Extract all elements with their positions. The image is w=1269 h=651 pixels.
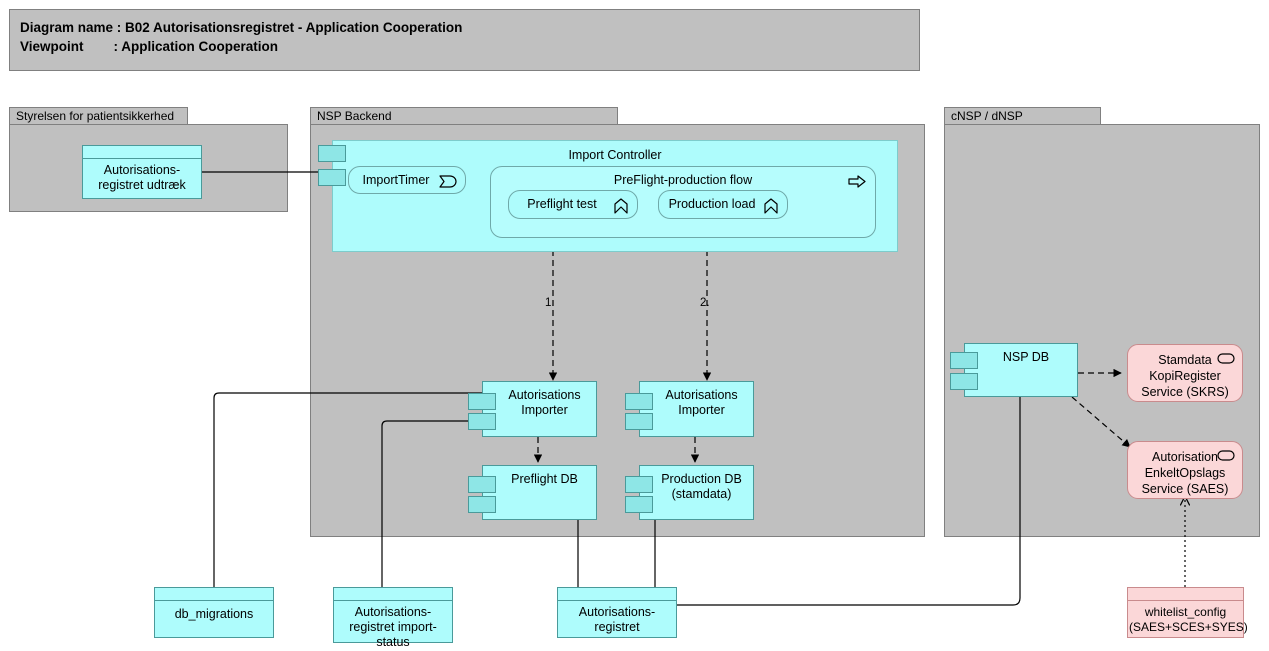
data-object-band [1128,588,1243,601]
viewpoint-line: Viewpoint : Application Cooperation [20,39,279,54]
preflight-test-function[interactable]: Preflight test [508,190,638,219]
production-load-function[interactable]: Production load [658,190,788,219]
service-label: Autorisation EnkeltOpslags Service (SAES… [1141,450,1229,496]
group-tab-styrelsen[interactable]: Styrelsen for patientsikkerhed [9,107,188,124]
import-controller-tab-bottom [318,169,346,186]
component-production-db[interactable]: Production DB (stamdata) [639,465,754,520]
component-preflight-db[interactable]: Preflight DB [482,465,597,520]
data-object-import-status[interactable]: Autorisations- registret import- status [333,587,453,649]
data-object-band [558,588,676,601]
component-tab-bottom [468,496,496,513]
component-tab-bottom [468,413,496,430]
preflight-production-flow-label: PreFlight-production flow [613,173,753,187]
sequence-label-2: 2. [700,297,710,309]
component-tab-bottom [625,496,653,513]
component-tab-top [468,476,496,493]
import-timer-event[interactable]: ImportTimer [348,166,466,194]
component-tab-top [468,393,496,410]
component-tab-bottom [950,373,978,390]
data-object-label: Autorisations- registret [578,605,656,634]
production-load-label: Production load [668,197,756,211]
function-icon [764,198,778,214]
service-oval-icon [1217,353,1235,364]
data-object-whitelist-config[interactable]: whitelist_config (SAES+SCES+SYES) [1127,587,1248,638]
data-object-band [334,588,452,601]
component-nsp-db[interactable]: NSP DB [964,343,1078,397]
data-object-band [83,146,201,159]
group-tab-nsp-backend[interactable]: NSP Backend [310,107,618,124]
preflight-test-label: Preflight test [527,197,597,211]
service-oval-icon [1217,450,1235,461]
import-controller-tab-top [318,145,346,162]
component-tab-top [625,476,653,493]
service-saes[interactable]: Autorisation EnkeltOpslags Service (SAES… [1127,441,1243,499]
component-tab-top [625,393,653,410]
data-object-label: whitelist_config (SAES+SCES+SYES) [1129,605,1248,634]
import-timer-label: ImportTimer [362,173,430,187]
component-label: Production DB (stamdata) [661,472,742,501]
sequence-label-1: 1. [545,297,555,309]
service-label: Stamdata KopiRegister Service (SKRS) [1141,353,1229,399]
diagram-title-banner: Diagram name : B02 Autorisationsregistre… [9,9,920,71]
data-object-label: Autorisations- registret import- status [349,605,437,649]
component-tab-bottom [625,413,653,430]
component-importer-production[interactable]: Autorisations Importer [639,381,754,437]
process-arrow-icon [848,175,866,188]
data-object-label: db_migrations [174,607,254,621]
import-controller-label: Import Controller [568,148,662,162]
component-label: Preflight DB [511,472,578,486]
component-label: Autorisations Importer [665,388,738,417]
data-object-label: Autorisations- registret udtræk [98,163,186,192]
diagram-name-line: Diagram name : B02 Autorisationsregistre… [20,20,463,35]
data-object-db-migrations[interactable]: db_migrations [154,587,274,638]
component-tab-top [950,352,978,369]
service-skrs[interactable]: Stamdata KopiRegister Service (SKRS) [1127,344,1243,402]
component-importer-preflight[interactable]: Autorisations Importer [482,381,597,437]
component-label: Autorisations Importer [508,388,581,417]
data-object-udtraek[interactable]: Autorisations- registret udtræk [82,145,202,199]
function-icon [614,198,628,214]
data-object-band [155,588,273,601]
group-tab-cnsp-dnsp[interactable]: cNSP / dNSP [944,107,1101,124]
data-object-autorisationsregistret[interactable]: Autorisations- registret [557,587,677,638]
component-label: NSP DB [1002,350,1050,364]
event-icon [439,175,457,188]
